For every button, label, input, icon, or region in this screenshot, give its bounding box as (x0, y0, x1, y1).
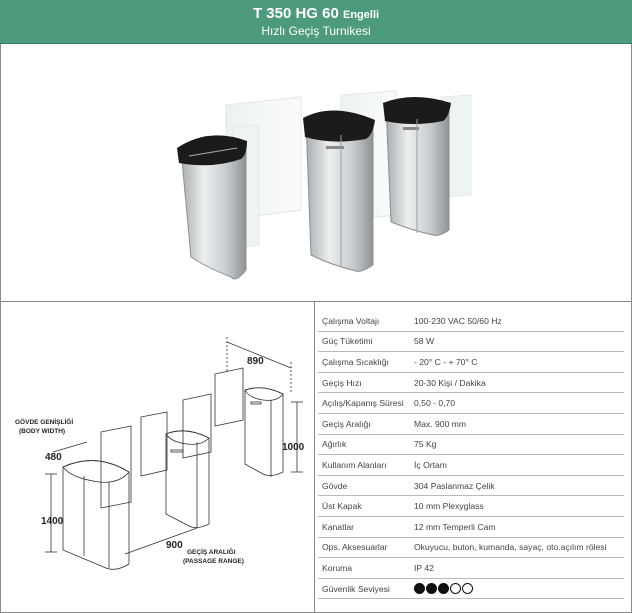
dimension-drawing: 890 1000 GÖVDE GENİŞLİĞİ (BODY WIDTH) 48… (15, 337, 305, 570)
spec-row: Ağırlık 75 Kg (318, 435, 624, 456)
spec-key: Çalışma Voltajı (322, 315, 380, 326)
security-key: Güvenlik Seviyesi (322, 583, 390, 594)
depth-dimension: 890 (247, 356, 264, 367)
spec-row: Ops. Aksesuarlar Okuyucu, buton, kumanda,… (318, 538, 624, 559)
spec-key: Gövde (322, 480, 348, 491)
spec-row: Kullanım Alanları İç Ortam (318, 455, 624, 476)
spec-key: Kanatlar (322, 521, 355, 532)
spec-row: Geçiş Hızı 20-30 Kişi / Dakika (318, 373, 624, 394)
body-width-dimension: 480 (45, 452, 62, 463)
spec-value: İç Ortam (414, 459, 447, 470)
height-right-dimension: 1000 (282, 442, 305, 453)
spec-value: 75 Kg (414, 439, 437, 450)
spec-value: 304 Paslanmaz Çelik (414, 480, 495, 491)
model-variant: Engelli (343, 9, 380, 21)
spec-table: Çalışma Voltajı 100-230 VAC 50/60 Hz Güç … (318, 311, 624, 600)
spec-row: Açılış/Kapanış Süresi 0,50 - 0,70 (318, 393, 624, 414)
section-divider (0, 301, 632, 302)
spec-row: Güç Tüketimi 58 W (318, 332, 624, 353)
spec-value: 20-30 Kişi / Dakika (414, 377, 486, 388)
spec-row: Geçiş Aralığı Max. 900 mm (318, 414, 624, 435)
turnstile-render (177, 90, 472, 280)
spec-key: Çalışma Sıcaklığı (322, 356, 389, 367)
filled-dot-icon (426, 583, 437, 595)
header: T 350 HG 60 Engelli Hızlı Geçiş Turnikes… (0, 0, 632, 44)
technical-drawing: 890 1000 GÖVDE GENİŞLİĞİ (BODY WIDTH) 48… (1, 302, 313, 612)
spec-key: Kullanım Alanları (322, 459, 387, 470)
spec-key: Geçiş Hızı (322, 377, 362, 388)
passage-label: GEÇİŞ ARALIĞI (187, 547, 236, 556)
spec-key: Açılış/Kapanış Süresi (322, 398, 404, 409)
spec-key: Ops. Aksesuarlar (322, 542, 388, 553)
spec-row: Üst Kapak 10 mm Plexyglass (318, 496, 624, 517)
model-name: T 350 HG 60 (252, 5, 339, 22)
spec-row: Gövde 304 Paslanmaz Çelik (318, 476, 624, 497)
spec-key: Ağırlık (322, 439, 347, 450)
product-photo (1, 45, 631, 301)
spec-value: 58 W (414, 336, 435, 347)
spec-value: Okuyucu, buton, kumanda, sayaç, oto.açıl… (414, 542, 607, 553)
spec-key: Üst Kapak (322, 501, 362, 512)
security-row: Güvenlik Seviyesi (318, 579, 624, 600)
empty-dot-icon (450, 583, 461, 595)
empty-dot-icon (462, 583, 473, 595)
spec-value: 100-230 VAC 50/60 Hz (414, 315, 502, 326)
filled-dot-icon (438, 583, 449, 595)
spec-key: Güç Tüketimi (322, 336, 373, 347)
spec-key: Koruma (322, 562, 353, 573)
security-level-rating (414, 583, 624, 595)
spec-row: Çalışma Sıcaklığı - 20° C - + 70° C (318, 352, 624, 373)
column-divider (314, 302, 315, 613)
product-title: T 350 HG 60 Engelli (0, 5, 632, 24)
spec-value: 12 mm Temperli Cam (414, 521, 496, 532)
spec-value: IP 42 (414, 562, 434, 573)
filled-dot-icon (414, 583, 425, 595)
body-width-label-en: (BODY WIDTH) (19, 428, 65, 435)
spec-row: Çalışma Voltajı 100-230 VAC 50/60 Hz (318, 311, 624, 332)
body-width-label: GÖVDE GENİŞLİĞİ (15, 417, 73, 426)
height-left-dimension: 1400 (41, 516, 64, 527)
product-subtitle: Hızlı Geçiş Turnikesi (261, 24, 371, 38)
passage-dimension: 900 (166, 540, 183, 551)
spec-value: 0,50 - 0,70 (414, 398, 456, 409)
spec-row: Koruma IP 42 (318, 558, 624, 579)
spec-row: Kanatlar 12 mm Temperli Cam (318, 517, 624, 538)
spec-value: - 20° C - + 70° C (414, 356, 478, 367)
passage-label-en: (PASSAGE RANGE) (183, 558, 244, 565)
spec-value: 10 mm Plexyglass (414, 501, 484, 512)
spec-value: Max. 900 mm (414, 418, 467, 429)
spec-key: Geçiş Aralığı (322, 418, 371, 429)
